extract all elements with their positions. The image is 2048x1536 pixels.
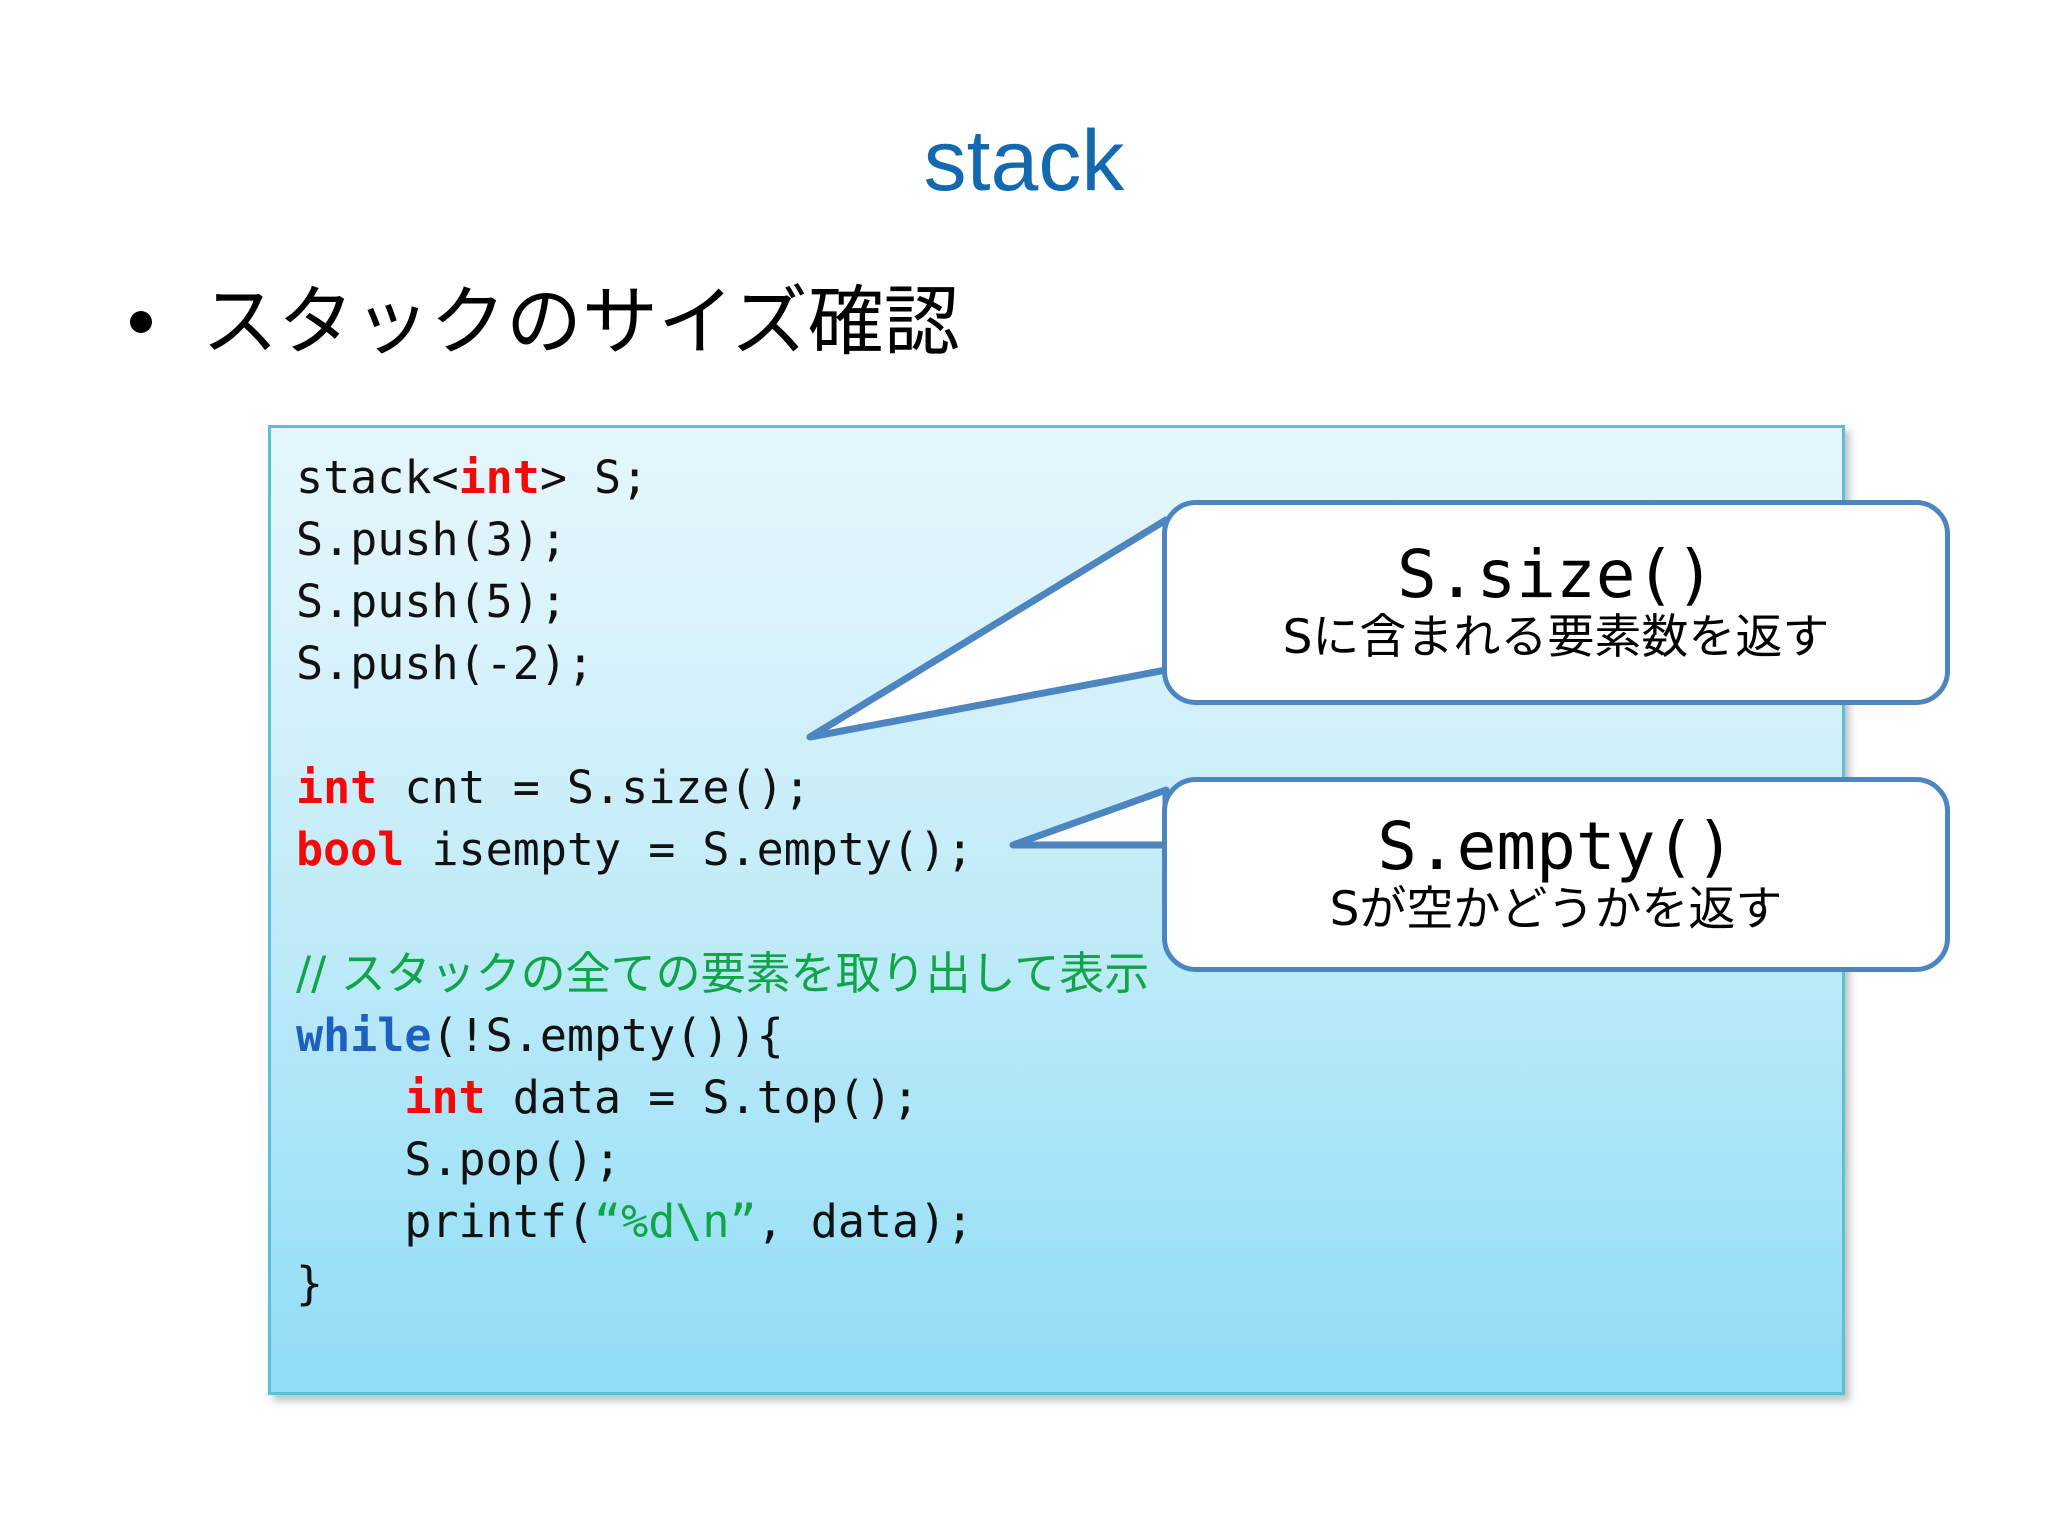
keyword-int: int: [458, 451, 540, 504]
code-line: stack<int> S;: [296, 451, 649, 504]
code-line-blank: [296, 885, 323, 938]
keyword-int: int: [296, 761, 378, 814]
code-line: int data = S.top();: [404, 1071, 920, 1124]
code-line: S.push(3);: [296, 513, 567, 566]
code-line: S.pop();: [296, 1133, 622, 1186]
code-line: bool isempty = S.empty();: [296, 823, 974, 876]
callout-size-subtitle: Sに含まれる要素数を返す: [1282, 610, 1830, 666]
code-comment: // スタックの全ての要素を取り出して表示: [296, 947, 1150, 1000]
code-line: S.push(-2);: [296, 637, 595, 690]
bullet-heading-label: スタックのサイズ確認: [202, 277, 960, 366]
keyword-bool: bool: [296, 823, 405, 876]
code-line-blank: [296, 699, 323, 752]
code-line: S.push(5);: [296, 575, 567, 628]
code-line: int cnt = S.size();: [296, 761, 811, 814]
code-line: }: [296, 1257, 324, 1310]
callout-empty: S.empty() Sが空かどうかを返す: [1162, 777, 1950, 972]
callout-size-title: S.size(): [1397, 536, 1715, 614]
callout-empty-subtitle: Sが空かどうかを返す: [1329, 882, 1783, 938]
keyword-while: while: [296, 1009, 432, 1062]
callout-empty-title: S.empty(): [1377, 808, 1735, 886]
code-block-text: stack<int> S; S.push(3); S.push(5); S.pu…: [296, 447, 1836, 1315]
bullet-marker-icon: [130, 311, 152, 333]
format-string: “%d\n”: [594, 1195, 757, 1248]
code-line: printf(“%d\n”, data);: [296, 1195, 974, 1248]
callout-size: S.size() Sに含まれる要素数を返す: [1162, 500, 1950, 705]
page-title: stack: [923, 113, 1125, 209]
keyword-int: int: [404, 1071, 486, 1124]
code-line: while(!S.empty()){: [296, 1009, 784, 1062]
bullet-heading: スタックのサイズ確認: [130, 284, 960, 360]
